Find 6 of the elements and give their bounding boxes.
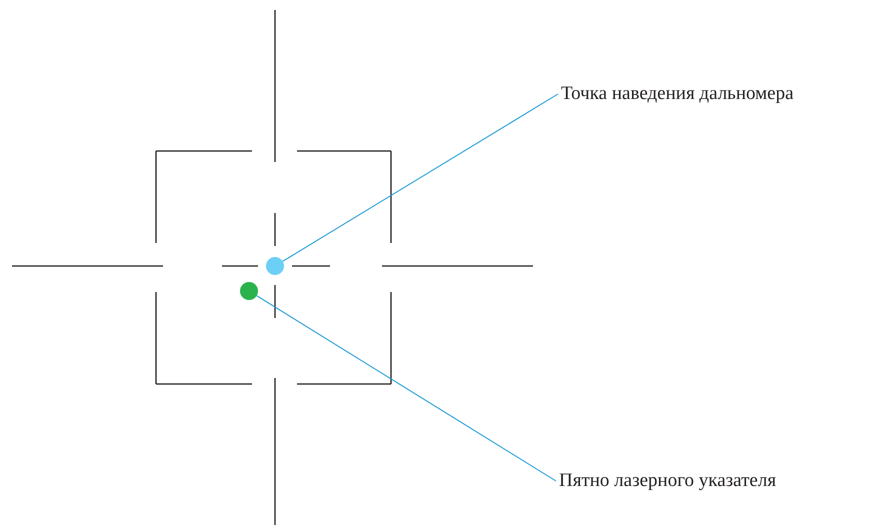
callout-label: Точка наведения дальномера	[558, 82, 794, 106]
laser-spot-dot	[240, 282, 258, 300]
rangefinder-aim-dot	[266, 257, 284, 275]
leader-line	[282, 94, 558, 262]
callout-label: Пятно лазерного указателя	[556, 469, 776, 493]
leader-line	[256, 295, 556, 482]
